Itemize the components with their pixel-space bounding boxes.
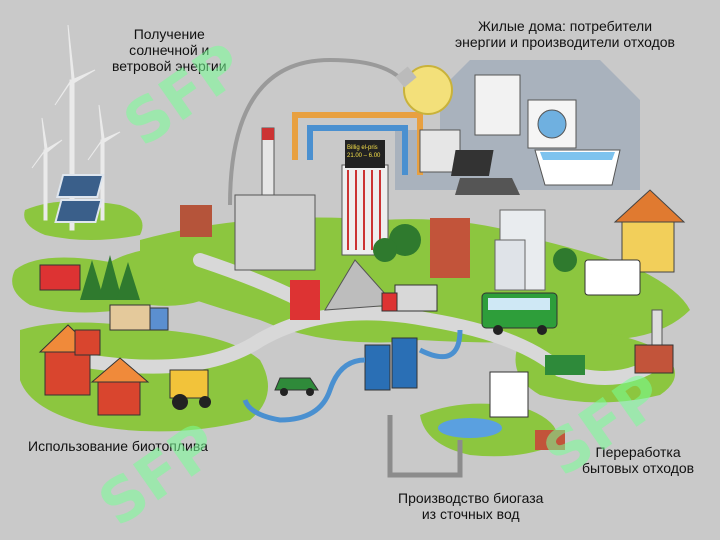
label-line: из сточных вод: [421, 506, 520, 522]
label-waste: Переработка бытовых отходов: [582, 444, 694, 476]
price-display-text: Billig el-pris 21.00 – 6.00: [347, 144, 380, 160]
price-display: [345, 140, 385, 168]
label-biofuel: Использование биотоплива: [28, 438, 208, 454]
light-bulb-icon: [395, 65, 453, 115]
bus-icon: [481, 292, 558, 335]
truck-icon: [109, 259, 641, 331]
label-line: энергии и производители отходов: [455, 34, 675, 50]
label-biogas: Производство биогаза из сточных вод: [398, 490, 543, 522]
house-icon: [38, 189, 686, 416]
tractor-icon: [39, 264, 211, 410]
car-icon: [274, 377, 319, 396]
label-homes: Жилые дома: потребители энергии и произв…: [455, 18, 675, 50]
label-line: солнечной и: [129, 42, 210, 58]
display-line: Billig el-pris: [347, 145, 378, 151]
laptop-icon: [450, 150, 520, 195]
trees: [80, 224, 577, 300]
dishwasher-icon: [474, 74, 521, 136]
fuel-pump-icon: [242, 329, 463, 423]
label-line: Производство биогаза: [398, 490, 544, 506]
label-line: Использование биотоплива: [28, 438, 208, 454]
label-line: Получение: [133, 26, 205, 42]
label-line: ветровой энергии: [112, 58, 227, 74]
home-appliances: [419, 74, 621, 195]
label-line: Переработка: [595, 444, 681, 460]
label-line: Жилые дома: потребители: [477, 18, 653, 34]
solar-panel-icon: [54, 174, 105, 223]
biogas-plant: [438, 371, 565, 450]
display-line: 21.00 – 6.00: [347, 153, 381, 159]
label-solar-wind: Получение солнечной и ветровой энергии: [112, 26, 227, 74]
waste-plant: [545, 309, 674, 375]
factory-icon: [180, 127, 546, 320]
label-line: бытовых отходов: [582, 460, 695, 476]
